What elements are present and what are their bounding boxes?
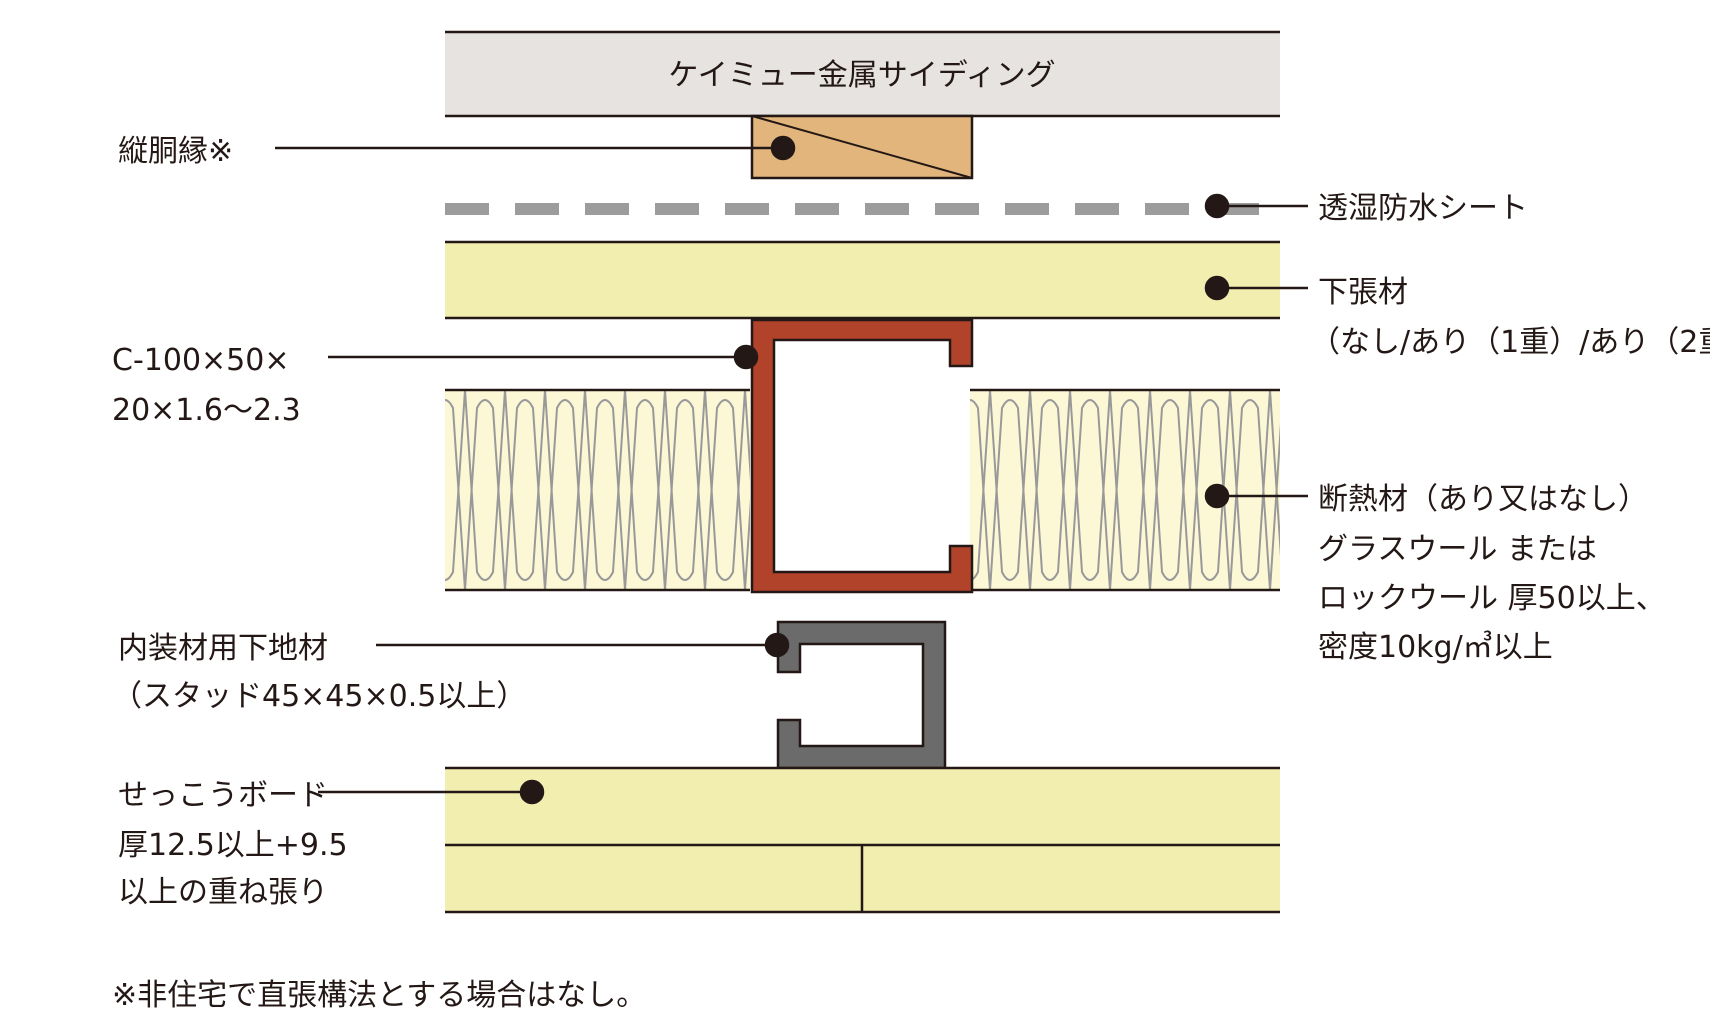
insulation-fiber (989, 399, 1031, 590)
insulation-fiber (1189, 399, 1231, 590)
insulation-fiber (624, 399, 666, 590)
dot-gypsum (519, 779, 545, 805)
insulation-fiber (664, 390, 706, 581)
insulation-fiber (584, 390, 626, 581)
siding-label: ケイミュー金属サイディング (668, 58, 1055, 93)
insulation-fiber (704, 390, 746, 581)
insulation-fiber (1149, 390, 1191, 581)
insulation-fiber (1029, 399, 1071, 590)
interior-stud (776, 620, 947, 770)
insulation-fiber (1069, 390, 1111, 581)
dot-sheathing (1204, 275, 1230, 301)
label-insulation-2: グラスウール または (1318, 532, 1597, 567)
label-sheathing-2: （なし/あり（1重）/あり（2重）） (1310, 325, 1710, 360)
label-interior-stud-1: 内装材用下地材 (118, 631, 328, 666)
insulation-fiber (544, 399, 586, 590)
label-gypsum-1: せっこうボード (118, 778, 328, 813)
insulation-fiber (504, 390, 546, 581)
insulation-fiber (445, 390, 466, 581)
label-sheathing-1: 下張材 (1318, 275, 1408, 310)
sheathing-board (445, 240, 1280, 320)
insulation-fiber (544, 390, 586, 581)
label-gypsum-3: 以上の重ね張り (118, 875, 328, 910)
insulation-fiber (970, 390, 991, 581)
insulation-fiber (445, 399, 466, 590)
metal-siding-panel: ケイミュー金属サイディング (445, 30, 1280, 118)
dot-wrb (1204, 193, 1230, 219)
insulation-fiber (1189, 390, 1231, 581)
insulation-fiber (624, 390, 666, 581)
insulation-fiber (464, 390, 506, 581)
insulation-fiber (664, 399, 706, 590)
insulation-left (445, 388, 825, 592)
label-steel-2: 20×1.6〜2.3 (112, 393, 301, 428)
insulation-fiber (1029, 390, 1071, 581)
label-insulation-1: 断熱材（あり又はなし） (1318, 482, 1648, 517)
insulation-fiber (785, 390, 825, 580)
label-gypsum-2: 厚12.5以上+9.5 (118, 828, 348, 863)
insulation-fiber (1229, 399, 1271, 590)
dot-interior-stud (764, 632, 790, 658)
label-steel-1: C-100×50× (112, 343, 289, 378)
dot-furring (770, 135, 796, 161)
steel-c-channel (750, 318, 974, 594)
label-interior-stud-2: （スタッド45×45×0.5以上） (112, 679, 526, 714)
footnote: ※非住宅で直張構法とする場合はなし。 (112, 978, 646, 1013)
label-wrb: 透湿防水シート (1318, 191, 1528, 226)
dot-insulation (1204, 483, 1230, 509)
label-insulation-3: ロックウール 厚50以上、 (1318, 581, 1666, 616)
insulation-fiber (1109, 390, 1151, 581)
insulation-fiber (1069, 399, 1111, 590)
insulation-fiber (1149, 399, 1191, 590)
insulation-fiber (1229, 390, 1271, 581)
insulation-right (970, 388, 1280, 592)
insulation-fiber (970, 399, 991, 590)
label-insulation-4: 密度10kg/㎥以上 (1318, 630, 1553, 665)
dot-steel (733, 344, 759, 370)
insulation-fiber (464, 399, 506, 590)
label-furring: 縦胴縁※ (118, 134, 233, 169)
insulation-fiber (1109, 399, 1151, 590)
insulation-fiber (504, 399, 546, 590)
insulation-fiber (704, 399, 746, 590)
insulation-fiber (785, 400, 825, 590)
gypsum-board (445, 766, 1280, 914)
insulation-fiber (584, 399, 626, 590)
insulation-fiber (989, 390, 1031, 581)
